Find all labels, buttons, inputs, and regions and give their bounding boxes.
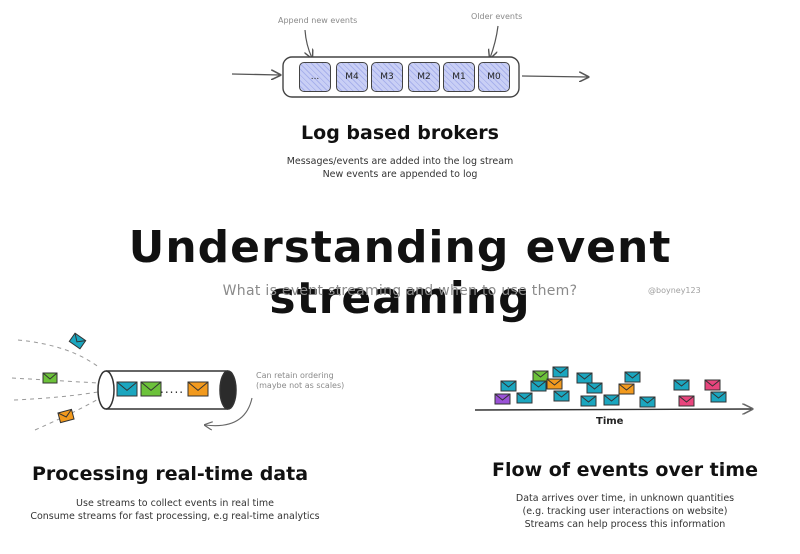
- envelope-icon: [500, 380, 517, 392]
- annotation-retain-ordering-1: Can retain ordering: [256, 371, 334, 380]
- envelope-icon: [494, 393, 511, 405]
- envelope-icon: [552, 366, 569, 378]
- envelope-icon: [140, 381, 162, 397]
- envelope-icon: [678, 395, 695, 407]
- log-cell: M2: [408, 62, 440, 92]
- envelope-icon: [553, 390, 570, 402]
- annotation-older-events: Older events: [471, 12, 523, 21]
- envelope-icon: [586, 382, 603, 394]
- annotation-arrow-old: [490, 25, 499, 58]
- log-cell: M1: [443, 62, 475, 92]
- log-cell: M3: [371, 62, 403, 92]
- envelope-icon: [710, 391, 727, 403]
- incoming-dashed-line: [13, 391, 99, 401]
- flow-section-desc-1: Data arrives over time, in unknown quant…: [515, 493, 735, 504]
- envelope-icon: [673, 379, 690, 391]
- realtime-section-title: Processing real-time data: [31, 463, 309, 485]
- envelope-icon: [116, 381, 138, 397]
- log-cell: M0: [478, 62, 510, 92]
- annotation-retain-ordering-2: (maybe not as scales): [256, 381, 345, 390]
- log-section-title: Log based brokers: [301, 122, 499, 144]
- log-cell: ...: [299, 62, 331, 92]
- flow-section-desc-2: (e.g. tracking user interactions on webs…: [522, 506, 728, 517]
- envelope-icon: [618, 383, 635, 395]
- envelope-icon: [546, 378, 563, 390]
- log-input-arrow: [231, 74, 280, 75]
- main-title: Understanding event streaming: [128, 222, 672, 324]
- author-handle: @boyney123: [648, 286, 701, 295]
- incoming-dashed-line: [17, 339, 101, 369]
- realtime-section-desc-1: Use streams to collect events in real ti…: [76, 498, 274, 509]
- stream-pipe: [106, 370, 228, 410]
- incoming-dashed-line: [34, 397, 101, 431]
- envelope-icon: [576, 372, 593, 384]
- log-section-desc-1: Messages/events are added into the log s…: [286, 156, 514, 167]
- envelope-icon: [704, 379, 721, 391]
- realtime-section-desc-2: Consume streams for fast processing, e.g…: [30, 511, 320, 522]
- envelope-icon: [532, 370, 549, 382]
- envelope-icon: [516, 392, 533, 404]
- annotation-append-new-events: Append new events: [278, 16, 358, 25]
- stream-pipe-end: [219, 370, 237, 410]
- time-axis-label: Time: [596, 416, 624, 427]
- envelope-icon: [624, 371, 641, 383]
- time-axis: [474, 409, 752, 410]
- log-output-arrow: [521, 76, 588, 77]
- envelope-icon: [639, 396, 656, 408]
- log-section-desc-2: New events are appended to log: [322, 169, 478, 180]
- pipe-dots: .....: [160, 382, 185, 396]
- envelope-icon: [580, 395, 597, 407]
- ordering-annotation-arrow: [205, 397, 253, 426]
- annotation-arrow-new: [305, 29, 312, 58]
- envelope-icon: [187, 381, 209, 397]
- envelope-icon: [42, 372, 58, 384]
- log-cell: M4: [336, 62, 368, 92]
- stream-pipe-start: [97, 370, 115, 410]
- annotation-retain-ordering: Can retain ordering (maybe not as scales…: [256, 371, 366, 391]
- subtitle: What is event streaming and when to use …: [222, 283, 578, 299]
- flow-section-desc-3: Streams can help process this informatio…: [524, 519, 726, 530]
- flow-section-title: Flow of events over time: [492, 459, 758, 481]
- envelope-icon: [57, 408, 75, 424]
- envelope-icon: [603, 394, 620, 406]
- envelope-icon: [68, 332, 87, 350]
